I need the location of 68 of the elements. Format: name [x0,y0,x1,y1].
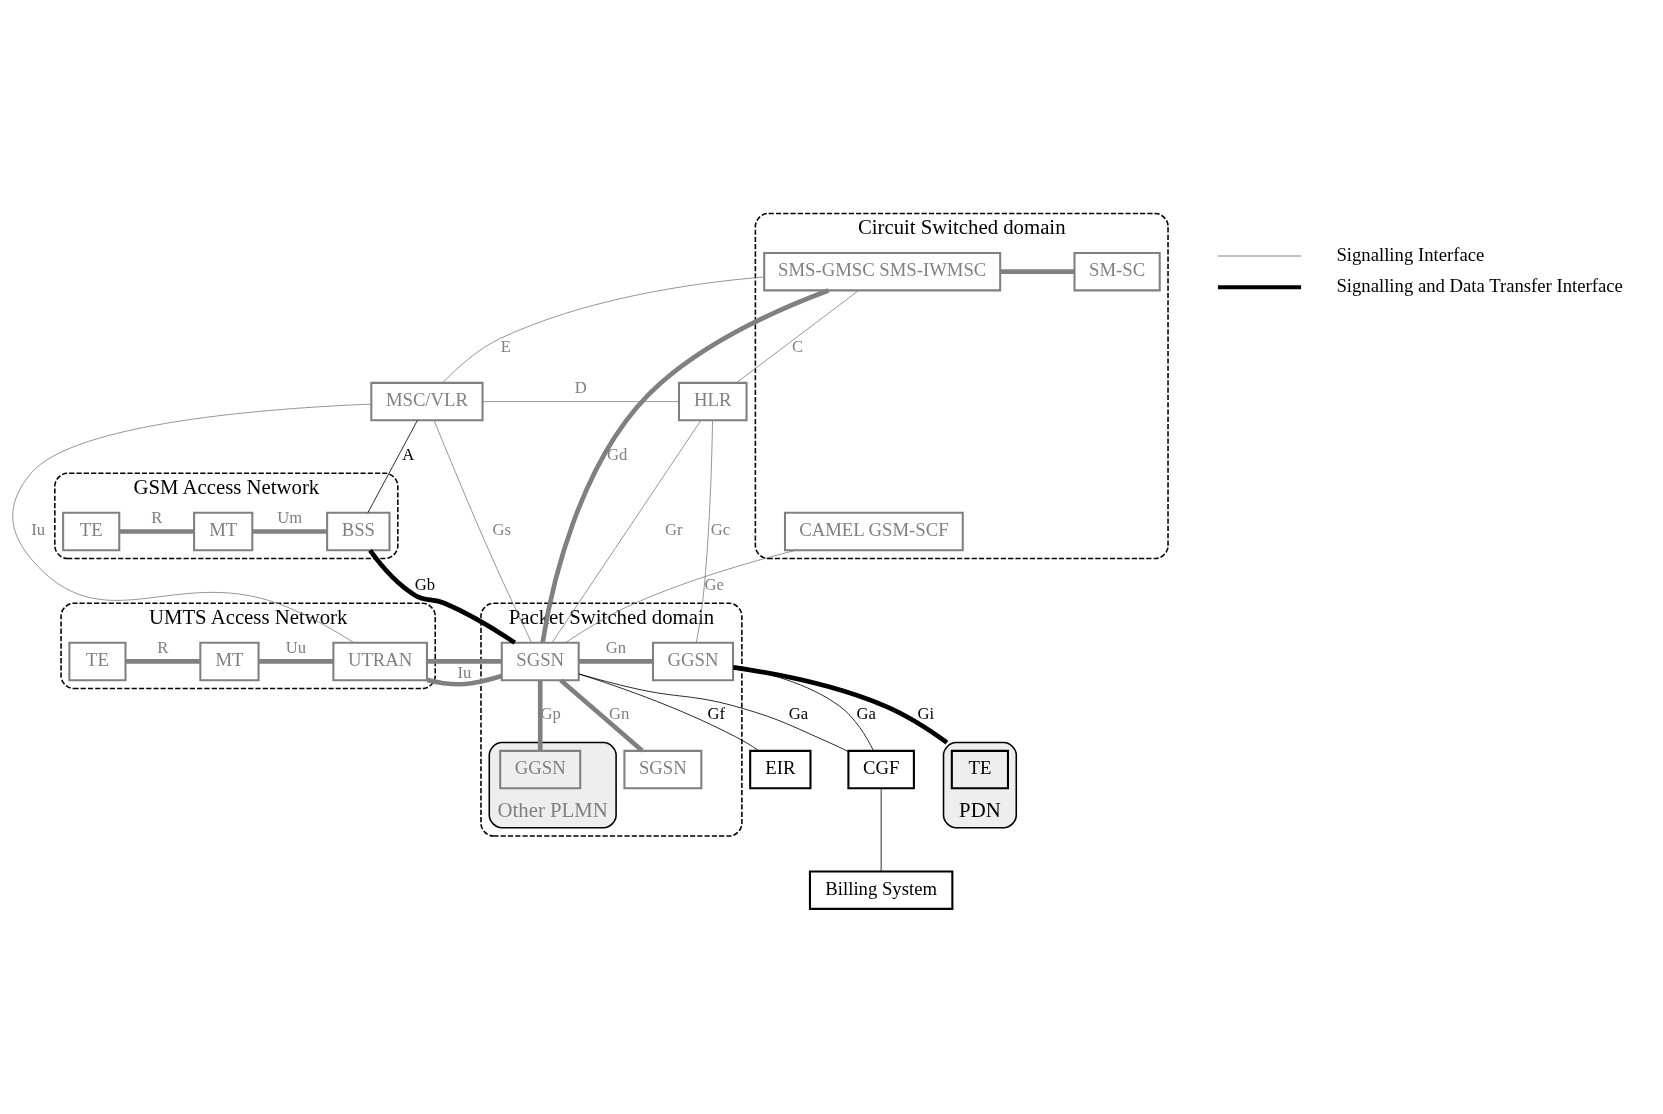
edge-label: Um [277,508,303,528]
node-box: UTRAN [332,641,428,682]
connector [258,659,334,664]
node-box: HLR [677,381,748,422]
node-box: GGSN [651,641,735,682]
connector [482,401,680,403]
connector [880,788,882,872]
connector [119,529,194,534]
edge-label: A [402,444,415,464]
edge-label: Gs [492,520,512,540]
connector [565,549,797,643]
connector [442,276,765,384]
edge-label: Iu [457,662,472,682]
edge-label: Gn [609,704,630,724]
node-box: SMS-GMSC SMS-IWMSC [763,251,1002,292]
edge-label: Gb [414,574,436,594]
connector [367,420,418,513]
node-box: SGSN [500,641,580,682]
edge-label: E [500,336,511,356]
edge-label: Ga [788,704,809,724]
node-box: TE [950,749,1009,790]
edge-label: R [151,508,163,528]
connector [578,673,760,752]
connector [540,288,830,644]
edge-label: Gr [665,520,683,540]
node-box: MT [193,511,254,552]
connector [559,678,644,753]
connector [433,420,532,643]
node-box: TE [68,641,127,682]
connector [578,659,653,664]
connector [1000,269,1075,274]
edge-label: D [574,378,587,398]
node-box: CGF [847,749,915,790]
node-box: SGSN [623,749,703,790]
edge-label: Gf [707,704,726,724]
node-box: MT [199,641,260,682]
connector [368,549,517,645]
node-box: EIR [749,749,812,790]
connector [125,659,201,664]
connector [537,680,543,751]
connector [426,659,503,687]
connector [732,666,874,752]
connector [551,419,702,643]
legend-label: Signalling and Data Transfer Interface [1336,274,1623,296]
connector [733,665,949,745]
node-box: BSS [326,511,391,552]
edge-label: Gn [605,637,627,657]
edge-label: Uu [285,637,307,657]
connector [252,529,327,534]
node-box: GGSN [499,749,582,790]
edge-label: Gi [917,704,935,724]
edge-label: Gc [710,520,731,540]
node-box: Billing System [808,870,954,910]
edge-label: Iu [31,520,46,540]
edge-label: Ge [704,574,725,594]
edge-label: Gd [606,444,628,464]
edge-label: C [791,336,804,356]
connector [695,420,713,644]
edge-label: R [157,637,169,657]
node-box: SM-SC [1073,251,1161,292]
connector [12,403,372,643]
legend-label: Signalling Interface [1336,243,1485,265]
node-box: MSC/VLR [370,381,484,422]
connector [578,673,849,752]
node-box: CAMEL GSM-SCF [783,511,964,552]
node-box: TE [62,511,121,552]
connector [735,290,860,384]
edge-label: Ga [856,704,876,724]
